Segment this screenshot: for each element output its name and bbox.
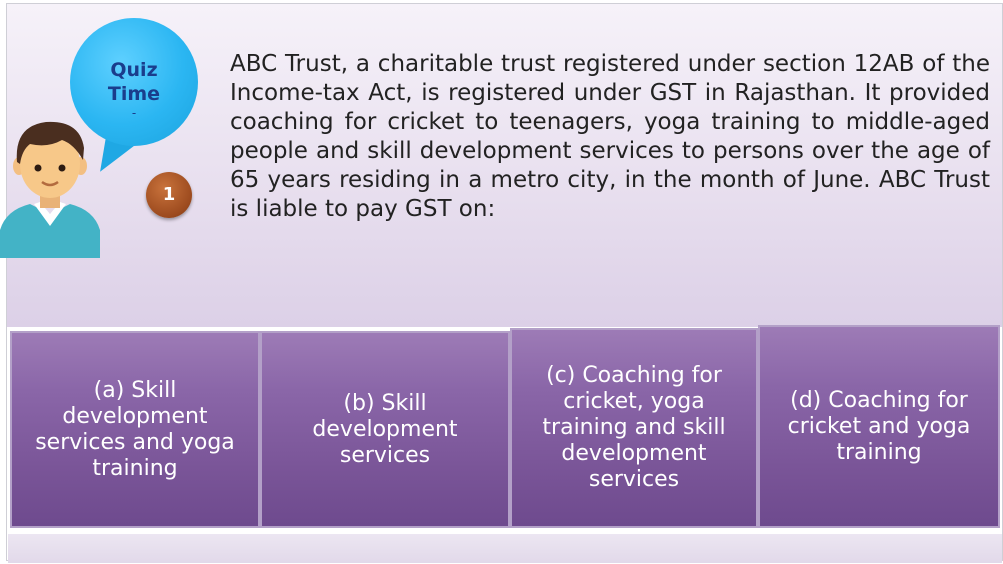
question-text: ABC Trust, a charitable trust registered… bbox=[230, 51, 990, 222]
option-a-button[interactable]: (a) Skill development services and yoga … bbox=[10, 331, 260, 528]
option-b-label: (b) Skill development services bbox=[312, 390, 458, 468]
person-avatar-icon bbox=[0, 121, 100, 258]
time-label: Time bbox=[107, 83, 161, 105]
question-number-badge: 1 bbox=[146, 172, 192, 218]
option-c-label: (c) Coaching for cricket, yoga training … bbox=[542, 363, 726, 492]
option-c-button[interactable]: (c) Coaching for cricket, yoga training … bbox=[510, 328, 758, 528]
quiz-time-label: Quiz Time bbox=[80, 58, 188, 106]
bubble-dash: - bbox=[131, 106, 137, 120]
quiz-label: Quiz bbox=[110, 59, 158, 81]
bottom-bar bbox=[8, 534, 1002, 563]
option-b-button[interactable]: (b) Skill development services bbox=[260, 331, 510, 528]
speech-bubble bbox=[70, 18, 198, 146]
option-a-label: (a) Skill development services and yoga … bbox=[35, 377, 235, 481]
option-d-label: (d) Coaching for cricket and yoga traini… bbox=[787, 387, 971, 465]
option-d-button[interactable]: (d) Coaching for cricket and yoga traini… bbox=[758, 325, 1000, 528]
